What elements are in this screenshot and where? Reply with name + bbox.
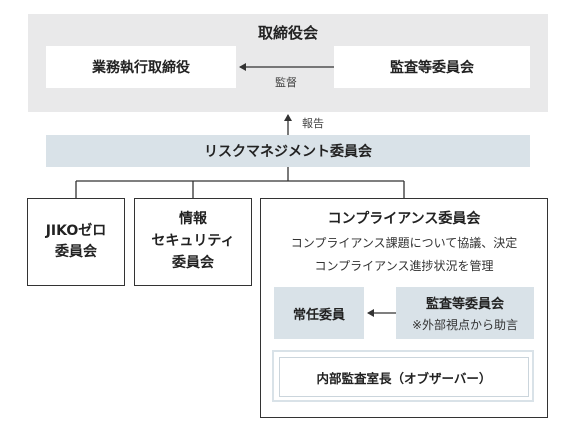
jiko-zero-committee-box: JIKOゼロ 委員会 xyxy=(27,198,125,286)
infosec-line2: セキュリティ xyxy=(151,233,235,250)
standing-member-box: 常任委員 xyxy=(274,287,364,339)
external-advice-note: ※外部視点から助言 xyxy=(411,318,519,332)
internal-audit-box: 内部監査室長（オブザーバー） xyxy=(272,350,534,402)
compliance-title: コンプライアンス委員会 xyxy=(327,211,481,227)
report-label: 報告 xyxy=(302,117,324,130)
board-title: 取締役会 xyxy=(257,23,318,42)
jiko-line1: JIKOゼロ xyxy=(45,223,107,239)
compliance-audit-committee-box: 監査等委員会 ※外部視点から助言 xyxy=(396,287,534,339)
compliance-description-2: コンプライアンス進捗状況を管理 xyxy=(314,258,494,273)
jiko-line2: 委員会 xyxy=(55,244,97,260)
infosec-line3: 委員会 xyxy=(172,254,214,271)
compliance-audit-committee-title: 監査等委員会 xyxy=(425,297,504,312)
infosec-line1: 情報 xyxy=(179,211,207,228)
information-security-committee-box: 情報 セキュリティ 委員会 xyxy=(134,198,252,286)
compliance-description-1: コンプライアンス課題について協議、決定 xyxy=(290,235,518,250)
executive-directors-box: 業務執行取締役 xyxy=(46,46,236,88)
audit-committee-box: 監査等委員会 xyxy=(334,46,530,88)
supervision-label: 監督 xyxy=(275,76,297,89)
internal-audit-label: 内部監査室長（オブザーバー） xyxy=(279,357,529,397)
risk-management-committee-box: リスクマネジメント委員会 xyxy=(46,135,530,167)
